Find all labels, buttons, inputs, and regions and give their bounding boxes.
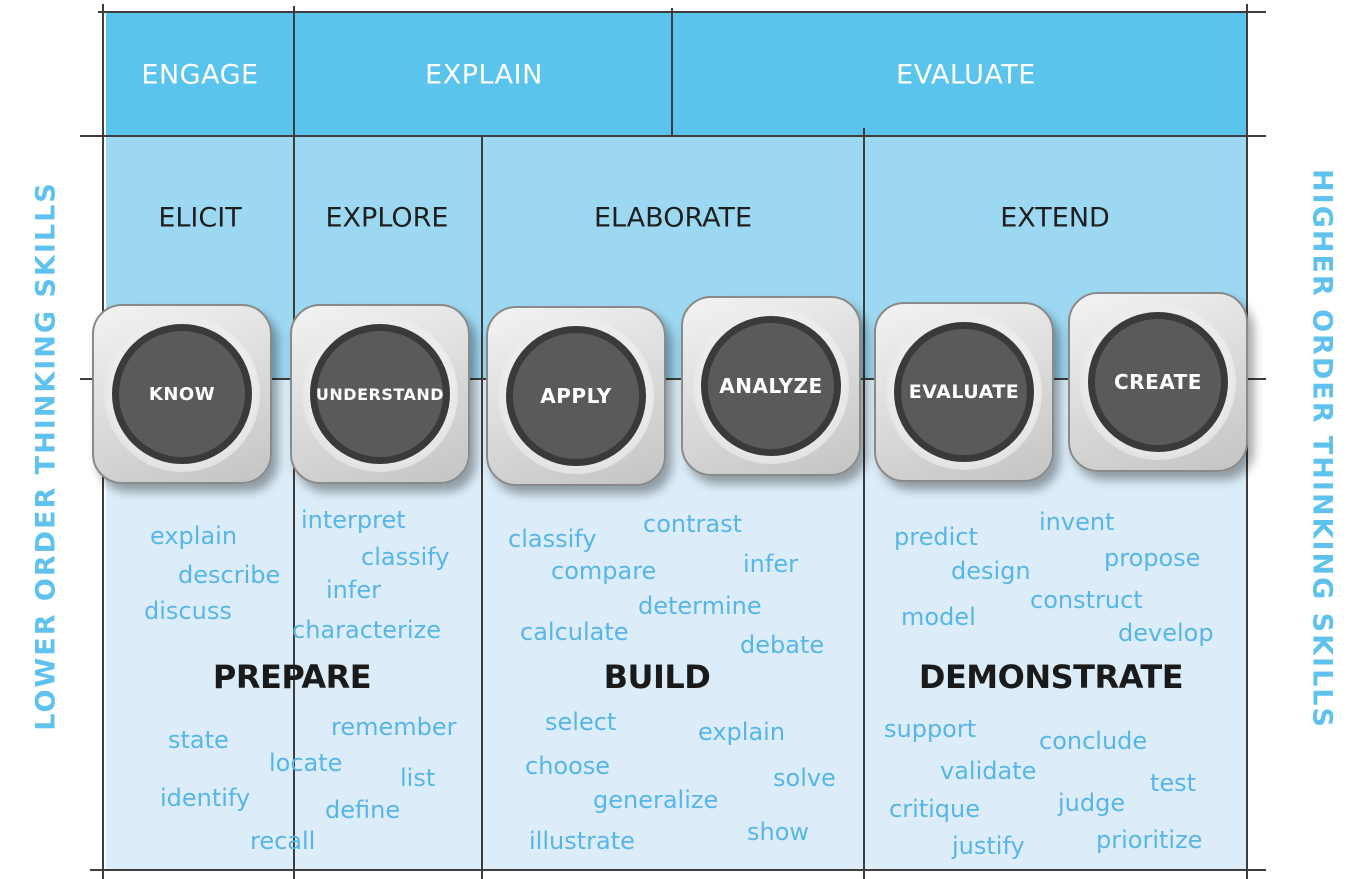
verb-invent: invent bbox=[1039, 508, 1115, 536]
verb-critique: critique bbox=[889, 795, 981, 823]
grid-line-middle bbox=[80, 378, 1266, 380]
grid-line-header bbox=[80, 135, 1266, 137]
grid-line-v2 bbox=[671, 8, 673, 136]
verb-develop: develop bbox=[1118, 619, 1214, 647]
level-label-create: CREATE bbox=[1114, 370, 1202, 394]
verb-define: define bbox=[325, 796, 401, 824]
verb-conclude: conclude bbox=[1039, 727, 1148, 755]
verb-prioritize: prioritize bbox=[1096, 826, 1203, 854]
phase-explore: EXPLORE bbox=[325, 202, 449, 234]
verb-justify: justify bbox=[952, 832, 1025, 860]
verb-classify-build: classify bbox=[508, 525, 597, 553]
section-title-prepare: PREPARE bbox=[212, 658, 372, 696]
verb-calculate: calculate bbox=[520, 618, 629, 646]
level-label-understand: UNDERSTAND bbox=[315, 384, 445, 404]
section-title-demonstrate: DEMONSTRATE bbox=[918, 658, 1184, 696]
verb-infer-build: infer bbox=[743, 550, 798, 578]
level-disc: EVALUATE bbox=[894, 322, 1034, 462]
header-explain: EXPLAIN bbox=[425, 59, 543, 91]
verb-recall: recall bbox=[250, 827, 316, 855]
verb-locate: locate bbox=[269, 749, 343, 777]
grid-line-bottom bbox=[90, 869, 1266, 871]
grid-line-v3 bbox=[481, 136, 483, 879]
grid-line-top bbox=[98, 11, 1266, 13]
level-label-analyze: ANALYZE bbox=[719, 374, 823, 398]
verb-validate: validate bbox=[940, 757, 1037, 785]
level-tile-know: KNOW bbox=[92, 304, 272, 484]
verb-discuss: discuss bbox=[144, 597, 232, 625]
verb-interpret: interpret bbox=[301, 506, 406, 534]
level-disc: CREATE bbox=[1088, 312, 1228, 452]
verb-model: model bbox=[901, 603, 976, 631]
verb-list: list bbox=[400, 764, 436, 792]
level-disc: KNOW bbox=[112, 324, 252, 464]
verb-describe: describe bbox=[178, 561, 281, 589]
level-disc: UNDERSTAND bbox=[310, 324, 450, 464]
level-tile-analyze: ANALYZE bbox=[681, 296, 861, 476]
verb-classify: classify bbox=[361, 543, 450, 571]
verb-support: support bbox=[884, 715, 977, 743]
verb-show: show bbox=[747, 818, 810, 846]
header-engage: ENGAGE bbox=[141, 59, 259, 91]
level-tile-create: CREATE bbox=[1068, 292, 1248, 472]
verb-select: select bbox=[545, 708, 617, 736]
level-tile-evaluate: EVALUATE bbox=[874, 302, 1054, 482]
verb-predict: predict bbox=[894, 523, 978, 551]
verb-choose: choose bbox=[525, 752, 611, 780]
phase-extend: EXTEND bbox=[1000, 202, 1110, 234]
verb-test: test bbox=[1150, 769, 1197, 797]
level-label-apply: APPLY bbox=[540, 384, 612, 408]
grid-line-v4 bbox=[863, 128, 865, 879]
verb-explain: explain bbox=[150, 522, 238, 550]
verb-design: design bbox=[951, 557, 1031, 585]
level-disc: APPLY bbox=[506, 326, 646, 466]
verb-explain-build: explain bbox=[698, 718, 786, 746]
verb-generalize: generalize bbox=[593, 786, 719, 814]
verb-state: state bbox=[168, 726, 229, 754]
verb-compare: compare bbox=[551, 557, 657, 585]
verb-propose: propose bbox=[1104, 544, 1201, 572]
verb-remember: remember bbox=[331, 713, 457, 741]
level-tile-apply: APPLY bbox=[486, 306, 666, 486]
verb-solve: solve bbox=[773, 764, 836, 792]
level-disc: ANALYZE bbox=[701, 316, 841, 456]
verb-illustrate: illustrate bbox=[529, 827, 635, 855]
level-label-evaluate: EVALUATE bbox=[908, 381, 1020, 403]
verb-determine: determine bbox=[638, 592, 762, 620]
verb-identify: identify bbox=[160, 784, 251, 812]
side-label-higher-order: HIGHER ORDER THINKING SKILLS bbox=[1306, 169, 1338, 729]
verb-debate: debate bbox=[740, 631, 825, 659]
verb-construct: construct bbox=[1030, 586, 1143, 614]
phase-elaborate: ELABORATE bbox=[593, 202, 753, 234]
top-band bbox=[106, 12, 1248, 136]
header-evaluate: EVALUATE bbox=[896, 59, 1036, 91]
verb-characterize: characterize bbox=[292, 616, 441, 644]
section-title-build: BUILD bbox=[603, 658, 711, 696]
verb-judge: judge bbox=[1058, 789, 1126, 817]
verb-infer: infer bbox=[326, 576, 381, 604]
verb-contrast: contrast bbox=[643, 510, 742, 538]
level-label-know: KNOW bbox=[148, 383, 216, 405]
side-label-lower-order: LOWER ORDER THINKING SKILLS bbox=[30, 181, 62, 731]
phase-elicit: ELICIT bbox=[158, 202, 242, 234]
level-tile-understand: UNDERSTAND bbox=[290, 304, 470, 484]
